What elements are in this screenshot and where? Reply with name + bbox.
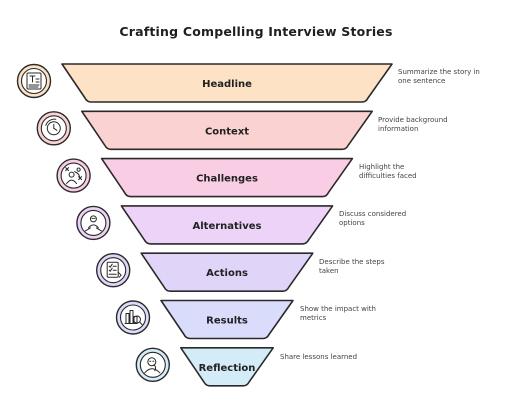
- decision-person-icon: [76, 205, 111, 241]
- funnel-stage-challenges: Challenges: [100, 157, 354, 198]
- funnel-stage-reflection: Reflection: [180, 347, 274, 387]
- stage-label-actions: Actions: [206, 268, 248, 279]
- stage-description-alternatives: Discuss considered options: [339, 210, 407, 227]
- stage-description-reflection: Share lessons learned: [280, 353, 358, 361]
- stage-description-actions: Describe the steps taken: [319, 258, 385, 275]
- funnel-stage-alternatives: Alternatives: [120, 205, 334, 245]
- stage-description-context: Provide background information: [378, 116, 448, 133]
- clock-icon: [36, 111, 71, 146]
- funnel-band-context: [81, 110, 373, 151]
- stage-label-reflection: Reflection: [199, 363, 256, 374]
- funnel-band-challenges: [100, 157, 354, 198]
- funnel-band-actions: [140, 252, 314, 292]
- stage-description-challenges: Highlight the difficulties faced: [359, 163, 417, 180]
- funnel-stage-headline: Headline: [61, 63, 393, 103]
- checklist-icon: [95, 253, 131, 288]
- funnel-stage-actions: Actions: [140, 252, 314, 292]
- funnel-band-alternatives: [120, 205, 334, 245]
- funnel-band-headline: [61, 63, 393, 103]
- stage-description-results: Show the impact with metrics: [300, 305, 376, 322]
- stage-label-context: Context: [205, 126, 249, 137]
- stage-description-headline: Summarize the story in one sentence: [398, 68, 480, 85]
- stage-label-challenges: Challenges: [196, 174, 258, 185]
- thinking-person-icon: [135, 347, 171, 382]
- strategy-person-icon: [56, 158, 91, 193]
- funnel-band-results: [160, 299, 294, 340]
- stage-label-alternatives: Alternatives: [193, 221, 262, 232]
- funnel-stage-context: Context: [81, 110, 373, 151]
- stage-label-headline: Headline: [202, 79, 252, 90]
- document-icon: [16, 63, 52, 99]
- diagram-title: Crafting Compelling Interview Stories: [119, 24, 393, 39]
- funnel-stage-results: Results: [160, 299, 294, 340]
- chart-magnifier-icon: [115, 300, 151, 335]
- funnel-band-reflection: [180, 347, 274, 387]
- stage-label-results: Results: [206, 316, 248, 327]
